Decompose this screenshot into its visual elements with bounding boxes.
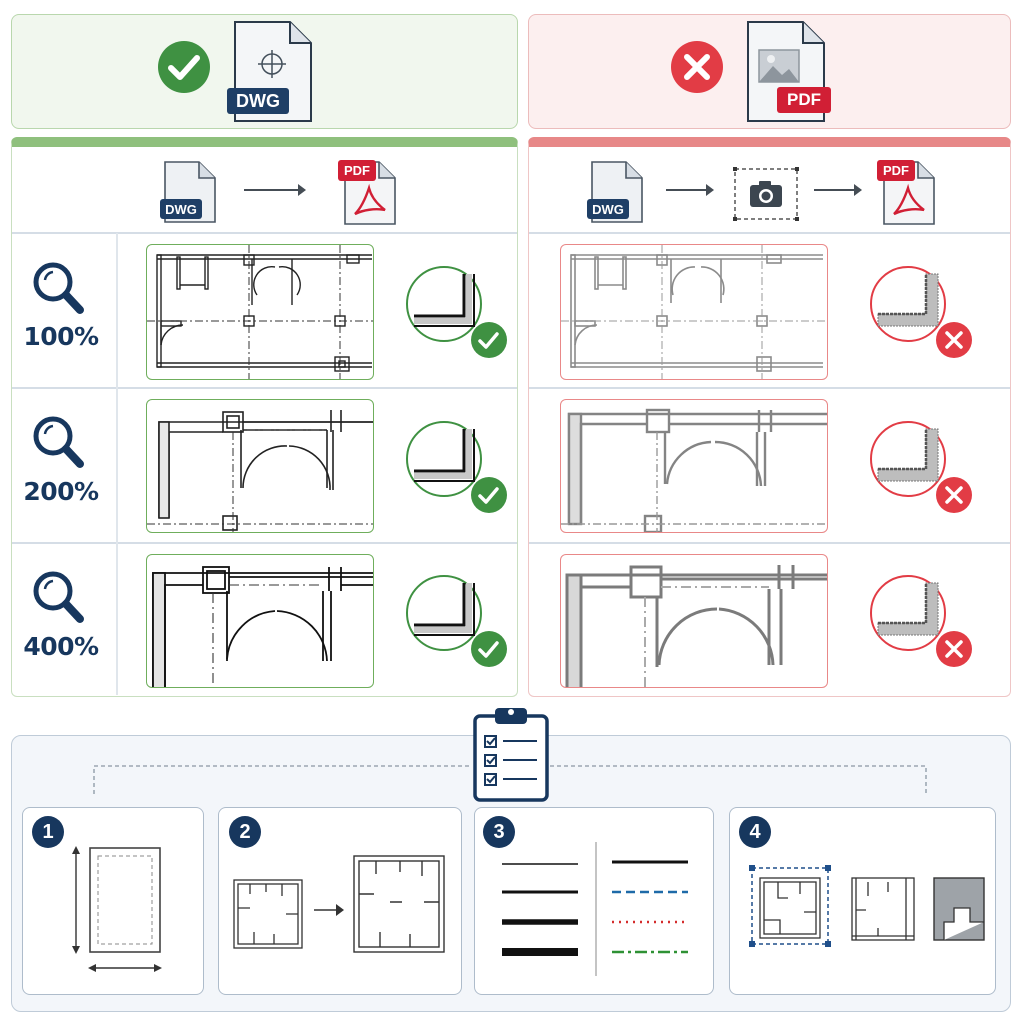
page-size-icon (72, 846, 162, 972)
pixelated-edge-detail (870, 266, 972, 358)
raster-plan-preview-100 (560, 244, 828, 380)
column-divider (116, 233, 118, 695)
clipboard-checklist-icon (473, 708, 549, 802)
row-divider (529, 387, 1010, 389)
pixelated-edge-detail (870, 575, 972, 667)
floor-plan-drawing (147, 410, 373, 532)
raster-plan-preview-400 (560, 554, 828, 688)
checklist-bracket (93, 765, 927, 794)
step-number-badge: 2 (229, 816, 261, 848)
dwg-badge: DWG (160, 199, 202, 219)
raster-plan-preview-200 (560, 399, 828, 533)
sharp-edge-detail (406, 421, 507, 513)
row-divider (12, 542, 517, 544)
camera-capture-icon (733, 167, 799, 221)
step-number-badge: 3 (483, 816, 515, 848)
vector-plan-preview-200 (146, 399, 374, 533)
floor-plan-drawing (565, 565, 827, 687)
vector-plan-preview-100 (146, 244, 374, 380)
step-card-lineweights (474, 807, 714, 995)
plot-window-icon (749, 865, 985, 947)
magnifier-icon (33, 571, 84, 623)
error-circle-icon (671, 41, 723, 93)
step-card-scale (218, 807, 462, 995)
scale-plan-icon (233, 855, 445, 953)
check-circle-icon (158, 41, 210, 93)
zoom-level-label: 400% (23, 632, 99, 661)
row-divider (529, 542, 1010, 544)
row-divider (12, 387, 517, 389)
arrow-right-icon (244, 184, 306, 196)
zoom-level-label: 200% (23, 477, 99, 506)
magnifier-icon (33, 262, 84, 314)
pdf-badge: PDF (877, 160, 915, 181)
magnifier-icon (33, 416, 84, 468)
row-divider (12, 232, 517, 234)
dwg-badge: DWG (227, 88, 289, 114)
floor-plan-drawing (561, 408, 827, 532)
row-divider (529, 232, 1010, 234)
sharp-edge-detail (406, 575, 507, 667)
step-number-badge: 1 (32, 816, 64, 848)
arrow-right-icon (814, 184, 862, 196)
floor-plan-drawing (147, 245, 373, 379)
vector-plan-preview-400 (146, 554, 374, 688)
dwg-badge: DWG (587, 199, 629, 219)
arrow-right-icon (666, 184, 714, 196)
lineweight-linetype-icon (502, 842, 688, 976)
step-number-badge: 4 (739, 816, 771, 848)
zoom-level-label: 100% (23, 322, 99, 351)
pdf-badge: PDF (338, 160, 376, 181)
floor-plan-drawing (561, 245, 827, 379)
pixelated-edge-detail (870, 421, 972, 513)
sharp-edge-detail (406, 266, 507, 358)
pdf-badge: PDF (777, 87, 831, 113)
floor-plan-drawing (152, 566, 373, 687)
